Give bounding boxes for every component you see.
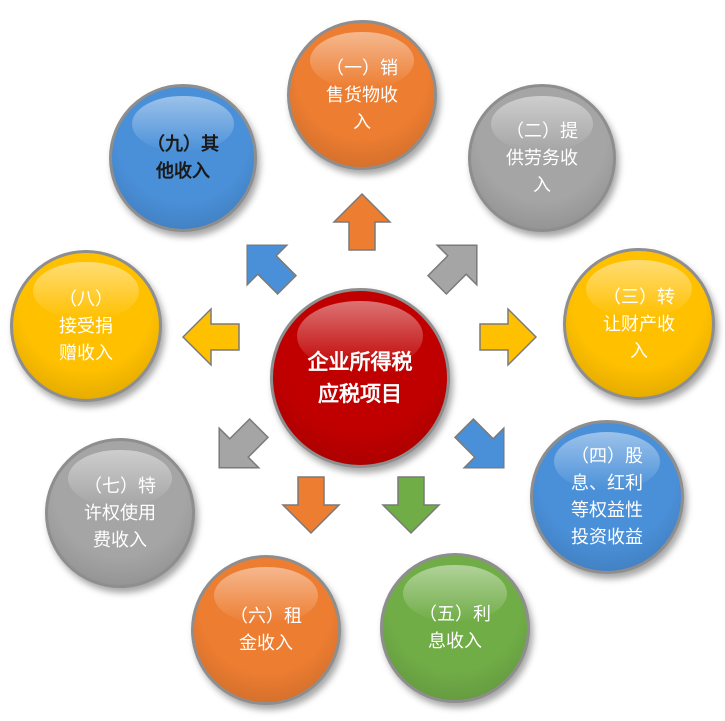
arrow-to-item-5 bbox=[381, 476, 441, 535]
arrow-to-item-6 bbox=[281, 476, 341, 535]
item-label: （七）特 许权使用 费收入 bbox=[84, 475, 156, 551]
item-label: （一）销 售货物收 入 bbox=[326, 57, 398, 133]
item-9-other-income: （九）其 他收入 bbox=[109, 84, 257, 232]
item-5-interest-income: （五）利 息收入 bbox=[380, 553, 530, 703]
item-label: （二）提 供劳务收 入 bbox=[506, 120, 578, 196]
item-label: （九）其 他收入 bbox=[147, 134, 219, 182]
arrow-to-item-2 bbox=[426, 244, 478, 296]
item-3-property-transfer-income: （三）转 让财产收 入 bbox=[563, 248, 715, 400]
item-2-service-income: （二）提 供劳务收 入 bbox=[468, 84, 616, 232]
item-label: （三）转 让财产收 入 bbox=[603, 286, 675, 362]
arrow-to-item-3 bbox=[479, 307, 538, 367]
arrow-to-item-4 bbox=[453, 417, 505, 469]
item-label: （五）利 息收入 bbox=[419, 604, 491, 652]
item-1-sales-income: （一）销 售货物收 入 bbox=[287, 20, 437, 170]
center-label: 企业所得税 应税项目 bbox=[307, 350, 413, 406]
item-label: （八） 接受捐 赠收入 bbox=[59, 288, 113, 364]
item-7-royalty-income: （七）特 许权使用 费收入 bbox=[45, 438, 195, 588]
item-6-rental-income: （六）租 金收入 bbox=[191, 555, 341, 705]
center-node: 企业所得税 应税项目 bbox=[270, 288, 450, 468]
item-4-dividend-income: （四）股 息、红利 等权益性 投资收益 bbox=[530, 420, 684, 574]
item-label: （六）租 金收入 bbox=[230, 606, 302, 654]
arrow-to-item-1 bbox=[332, 192, 392, 251]
item-label: （四）股 息、红利 等权益性 投资收益 bbox=[571, 446, 643, 548]
arrow-to-item-9 bbox=[246, 244, 298, 296]
arrow-to-item-7 bbox=[218, 417, 270, 469]
item-8-donation-income: （八） 接受捐 赠收入 bbox=[10, 250, 162, 402]
arrow-to-item-8 bbox=[181, 307, 240, 367]
